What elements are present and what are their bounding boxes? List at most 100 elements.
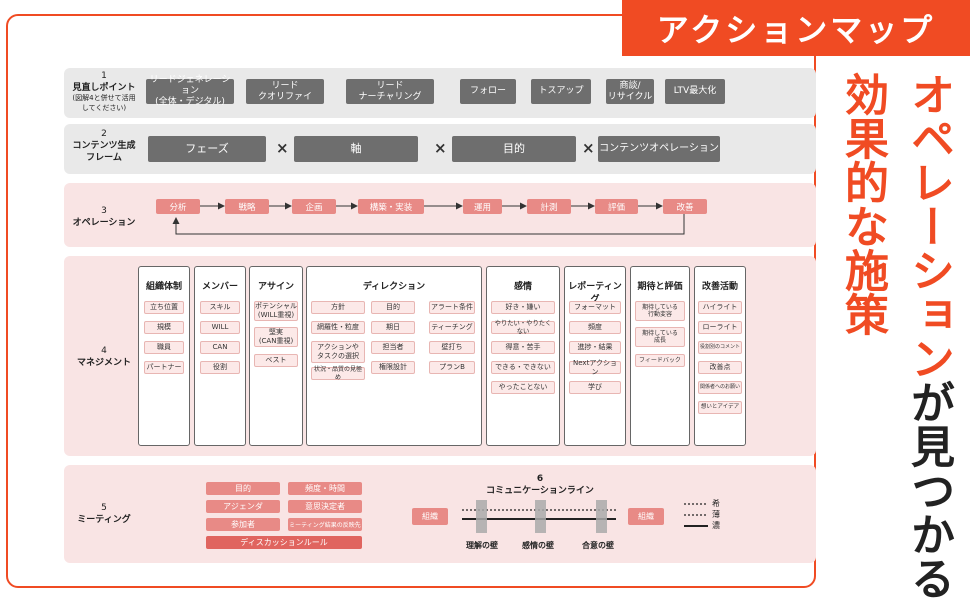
frame-box-purpose: 目的 <box>452 136 576 162</box>
list-item: 規模 <box>144 321 184 334</box>
meeting-item: 目的 <box>206 482 280 495</box>
list-item: 学び <box>569 381 621 394</box>
org-box-right: 組織 <box>628 508 664 525</box>
wall-label: 理解の壁 <box>466 541 498 550</box>
list-item: フィードバック <box>635 354 685 367</box>
review-box-lead-qualify: リードクオリファイ <box>246 79 324 104</box>
list-item: 権限設計 <box>371 361 415 374</box>
op-step-evaluate: 評価 <box>595 199 638 214</box>
review-box-lead-nurturing: リードナーチャリング <box>346 79 434 104</box>
list-item: 改善点 <box>698 361 742 374</box>
op-step-strategy: 戦略 <box>225 199 269 214</box>
row1-number: 1 <box>101 71 107 81</box>
list-item: パートナー <box>144 361 184 374</box>
list-item: 役割別のコメント <box>698 341 742 354</box>
legend-thick-label: 濃 <box>712 521 720 530</box>
op-step-build: 構築・実装 <box>358 199 424 214</box>
list-item: ハイライト <box>698 301 742 314</box>
op-step-improve: 改善 <box>663 199 707 214</box>
column-improvement: 改善活動 ハイライト ローライト 役割別のコメント 改善点 関係者へのお願い 想… <box>694 266 746 446</box>
row3-label: 3 オペレーション <box>72 206 136 229</box>
row1-label: 1 見直しポイント (図解4と併せて活用 してください) <box>66 70 142 113</box>
list-item: 状況・品質の見極め <box>311 366 365 381</box>
list-item: Nextアクション <box>569 359 621 376</box>
meeting-item: 参加者 <box>206 518 280 531</box>
frame-box-axis: 軸 <box>294 136 418 162</box>
list-item: 期日 <box>371 321 415 334</box>
column-expectation: 期待と評価 期待している 行動変容 期待している 成長 フィードバック <box>630 266 690 446</box>
meeting-item: 頻度・時間 <box>288 482 362 495</box>
list-item: 堅実 (CAN重視) <box>254 327 298 347</box>
list-item: 頻度 <box>569 321 621 334</box>
meeting-item: 意思決定者 <box>288 500 362 513</box>
list-item: 期待している 成長 <box>635 327 685 347</box>
review-box-follow: フォロー <box>460 79 516 104</box>
column-reporting: レポーティング フォーマット 頻度 進捗・結果 Nextアクション 学び <box>564 266 626 446</box>
op-step-run: 運用 <box>463 199 502 214</box>
row2-label: 2 コンテンツ生成 フレーム <box>72 129 136 164</box>
list-item: ポテンシャル (WILL重視) <box>254 301 298 321</box>
times-sign: × <box>434 139 447 157</box>
list-item: 職員 <box>144 341 184 354</box>
list-item: 期待している 行動変容 <box>635 301 685 321</box>
list-item: 得意・苦手 <box>491 341 555 354</box>
list-item: 担当者 <box>371 341 415 354</box>
list-item: スキル <box>200 301 240 314</box>
list-item: 目的 <box>371 301 415 314</box>
side-title-black: が見つかる <box>903 380 954 600</box>
legend-thin-label: 希 <box>712 499 720 508</box>
row4-label: 4 マネジメント <box>76 346 131 369</box>
list-item: プランB <box>429 361 475 374</box>
list-item: できる・できない <box>491 361 555 374</box>
side-title-line1: 効果的な施策 <box>837 72 888 336</box>
wall-label: 合意の壁 <box>582 541 614 550</box>
column-organization: 組織体制 立ち位置 規模 職員 パートナー <box>138 266 190 446</box>
review-box-ltv: LTV最大化 <box>665 79 725 104</box>
list-item: 壁打ち <box>429 341 475 354</box>
column-direction: ディレクション 方針 網羅性・粒度 アクションや タスクの選択 状況・品質の見極… <box>306 266 482 446</box>
column-assign: アサイン ポテンシャル (WILL重視) 堅実 (CAN重視) ベスト <box>249 266 303 446</box>
legend-mid-label: 薄 <box>712 510 720 519</box>
times-sign: × <box>582 139 595 157</box>
review-box-tossup: トスアップ <box>531 79 591 104</box>
list-item: フォーマット <box>569 301 621 314</box>
side-title-line2: オペレーションが見つかる <box>903 72 954 600</box>
op-step-measure: 計測 <box>527 199 571 214</box>
op-step-planning: 企画 <box>292 199 336 214</box>
row-operation <box>64 183 816 247</box>
list-item: 網羅性・粒度 <box>311 321 365 334</box>
banner-title: アクションマップ <box>622 0 970 56</box>
review-box-lead-gen: リードジェネレーション(全体・デジタル) <box>146 75 234 107</box>
list-item: やったことない <box>491 381 555 394</box>
list-item: アラート条件 <box>429 301 475 314</box>
column-emotion: 感情 好き・嫌い やりたい・やりたくない 得意・苦手 できる・できない やったこ… <box>486 266 560 446</box>
column-members: メンバー スキル WILL CAN 役割 <box>194 266 246 446</box>
list-item: ベスト <box>254 354 298 367</box>
list-item: 想いとアイデア <box>698 401 742 414</box>
side-title-red: オペレーション <box>903 72 954 380</box>
list-item: CAN <box>200 341 240 354</box>
frame-box-content-ops: コンテンツオペレーション <box>598 136 720 162</box>
list-item: 立ち位置 <box>144 301 184 314</box>
times-sign: × <box>276 139 289 157</box>
list-item: 関係者へのお願い <box>698 381 742 394</box>
meeting-item-discussion-rule: ディスカッションルール <box>206 536 362 549</box>
review-box-deal: 商談/リサイクル <box>606 79 654 104</box>
list-item: 好き・嫌い <box>491 301 555 314</box>
op-step-analysis: 分析 <box>156 199 200 214</box>
org-box-left: 組織 <box>412 508 448 525</box>
list-item: 役割 <box>200 361 240 374</box>
row1-sub2: してください) <box>81 103 127 112</box>
frame-box-phase: フェーズ <box>148 136 266 162</box>
list-item: WILL <box>200 321 240 334</box>
row1-sub1: (図解4と併せて活用 <box>72 94 136 103</box>
row5-label: 5 ミーティング <box>77 503 131 526</box>
list-item: アクションや タスクの選択 <box>311 341 365 363</box>
list-item: ティーチング <box>429 321 475 334</box>
meeting-item: アジェンダ <box>206 500 280 513</box>
list-item: 方針 <box>311 301 365 314</box>
list-item: 進捗・結果 <box>569 341 621 354</box>
wall-label: 感情の壁 <box>522 541 554 550</box>
